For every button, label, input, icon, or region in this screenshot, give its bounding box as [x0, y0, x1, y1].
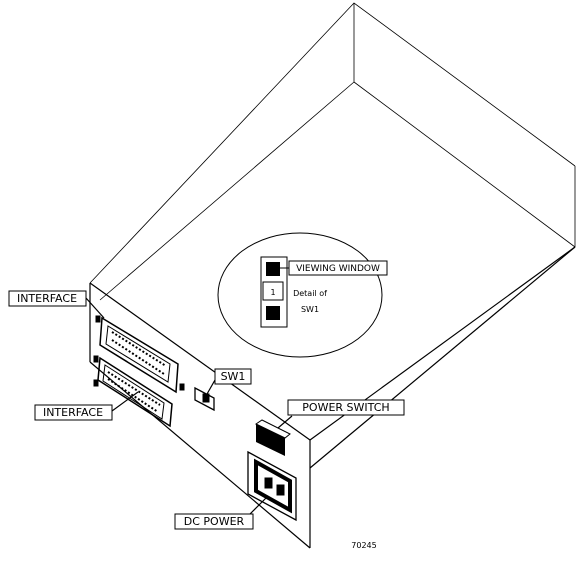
dc-power-label: DC POWER: [184, 515, 245, 528]
interface-connector-bottom: [93, 355, 173, 428]
viewing-window-label: VIEWING WINDOW: [296, 264, 380, 274]
detail-caption-line1: Detail of: [293, 289, 327, 298]
sw1-label: SW1: [221, 370, 246, 383]
interface-connector-top: [95, 315, 185, 394]
power-switch: [254, 419, 291, 456]
interface-top-label: INTERFACE: [17, 292, 77, 305]
interface-bottom-callout: INTERFACE: [34, 404, 113, 421]
dc-power-callout: DC POWER: [174, 513, 254, 530]
leader-lines: [85, 297, 293, 515]
power-switch-callout: POWER SWITCH: [287, 399, 405, 416]
dc-power-socket: [247, 450, 297, 522]
viewing-window-callout: VIEWING WINDOW: [288, 260, 388, 276]
sw1-switch: [194, 386, 215, 412]
interface-top-callout: INTERFACE: [8, 290, 87, 307]
interface-bottom-label: INTERFACE: [43, 406, 103, 419]
device-box: [89, 2, 576, 549]
figure-id: 70245: [351, 541, 376, 550]
sw1-detail-callout: 1 Detail of SW1: [217, 232, 383, 358]
switch-position-label: 1: [270, 288, 275, 297]
sw1-callout: SW1: [214, 368, 252, 385]
power-switch-label: POWER SWITCH: [302, 401, 389, 414]
detail-caption-line2: SW1: [301, 305, 319, 314]
